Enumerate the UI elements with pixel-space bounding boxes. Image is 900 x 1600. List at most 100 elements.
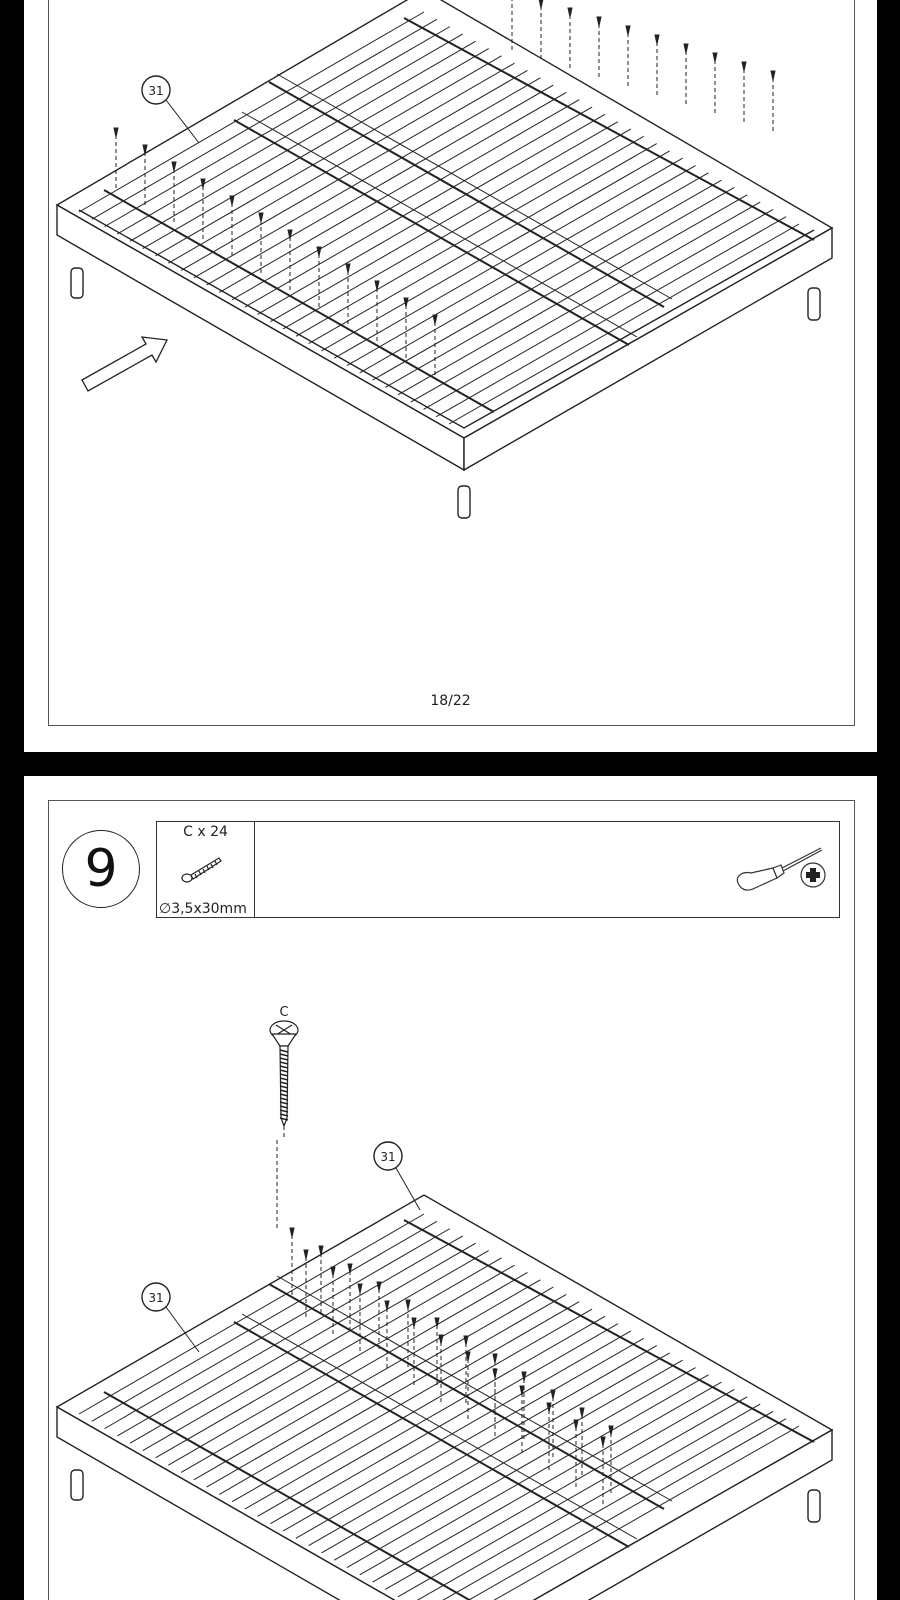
bed-slat	[467, 1418, 787, 1600]
bed-slat	[282, 128, 632, 330]
screw-label: C	[279, 1005, 288, 1020]
bed-slat	[180, 1272, 528, 1473]
screw-icon	[200, 178, 206, 189]
screw-icon	[403, 297, 409, 308]
bed-frame-illustration: 31	[55, 0, 834, 519]
screw-icon	[579, 1407, 585, 1418]
bed-slat	[435, 216, 787, 418]
screw-icon	[376, 1281, 382, 1292]
screw-icon	[258, 212, 264, 223]
bed-slat	[308, 1345, 658, 1547]
page-frame	[48, 0, 855, 726]
bed-slat	[257, 1315, 606, 1517]
bed-slat	[142, 1250, 489, 1451]
screw-thread	[279, 1065, 289, 1069]
screw-thread	[279, 1101, 289, 1105]
bed-slat	[244, 106, 593, 308]
screw-icon	[432, 314, 438, 325]
screw-icon	[683, 43, 689, 54]
bed-slat	[104, 26, 451, 228]
bed-slat	[91, 18, 438, 220]
screw-icon	[519, 1385, 525, 1396]
screw-icon	[465, 1351, 471, 1362]
bed-slat	[416, 1403, 761, 1600]
screw-icon	[600, 1436, 606, 1447]
bed-slat	[359, 172, 709, 374]
screw-icon	[384, 1300, 390, 1311]
screw-icon	[171, 161, 177, 172]
bed-slat	[231, 1301, 580, 1503]
screw-icon	[573, 1419, 579, 1430]
bed-slat	[321, 1352, 670, 1554]
bed-slat	[168, 1264, 515, 1466]
screw-icon	[434, 1317, 440, 1328]
screw-thread	[279, 1117, 289, 1121]
screw-icon	[229, 195, 235, 206]
phillips-screwdriver-icon	[736, 847, 826, 891]
bed-slat	[129, 40, 476, 242]
screw-thread	[279, 1069, 289, 1073]
bed-frame-illustration: 31 31	[55, 1140, 834, 1600]
bed-slat	[346, 1367, 696, 1568]
screw-icon	[438, 1334, 444, 1345]
screw-thread	[279, 1057, 289, 1061]
bed-slat	[295, 135, 645, 337]
part-callout-31-top: 31	[380, 1150, 395, 1164]
screw-thread	[279, 1061, 289, 1065]
bed-slat	[442, 1410, 774, 1600]
screw-thread	[279, 1093, 289, 1097]
bed-slat	[308, 143, 658, 345]
screw-icon	[492, 1353, 498, 1364]
screw-icon	[330, 1266, 336, 1277]
screw-icon	[303, 1249, 309, 1260]
screw-icon	[318, 1245, 324, 1256]
bed-slat	[257, 113, 606, 315]
screw-thread	[279, 1049, 289, 1053]
bed-slat	[193, 77, 541, 279]
screw-icon	[538, 0, 544, 9]
screw-icon	[546, 1402, 552, 1413]
bed-slat	[142, 48, 489, 249]
screw-thread	[279, 1113, 289, 1117]
wood-screw-icon	[181, 857, 222, 883]
part-cell-screw-c: C x 24 ∅3,5x30mm	[157, 822, 255, 917]
parts-box: C x 24 ∅3,5x30mm	[156, 821, 840, 918]
bed-slat	[219, 1293, 567, 1495]
bed-slat	[448, 223, 800, 425]
bed-slat	[78, 11, 425, 213]
screw-thread	[279, 1089, 289, 1093]
screw-icon	[405, 1299, 411, 1310]
screw-icon	[567, 7, 573, 18]
screw-icon	[712, 52, 718, 63]
bed-slat	[397, 1396, 748, 1598]
part-callout-31-left: 31	[148, 1291, 163, 1305]
screw-icon	[357, 1283, 363, 1294]
bed-slat	[397, 194, 748, 396]
screw-thread	[279, 1053, 289, 1057]
screw-thread	[279, 1081, 289, 1085]
bed-slat	[333, 1359, 683, 1561]
manual-page-19: 9 C x 24 ∅3,5x30mm	[24, 776, 877, 1600]
bed-slat	[244, 1308, 593, 1510]
bed-slat	[410, 201, 761, 403]
bed-slat	[321, 150, 670, 352]
screw-icon	[550, 1389, 556, 1400]
part-dimension: ∅3,5x30mm	[159, 901, 247, 917]
bed-slat	[155, 55, 502, 257]
manual-page-18: 31 18/22	[24, 0, 877, 752]
screw-icon	[411, 1317, 417, 1328]
screw-c-detail: C	[269, 1005, 299, 1140]
bed-slat	[493, 1425, 800, 1600]
bed-slat	[180, 70, 528, 271]
screw-thread	[279, 1085, 289, 1089]
step-number: 9	[62, 830, 140, 908]
bed-slat	[282, 1330, 632, 1532]
bed-slat	[372, 1381, 722, 1583]
bed-slat	[91, 1220, 438, 1422]
screw-icon	[596, 16, 602, 27]
bed-slat	[168, 62, 515, 264]
screw-icon	[345, 263, 351, 274]
bed-slat	[346, 165, 696, 366]
bed-slat	[333, 157, 683, 359]
screw-thread	[279, 1077, 289, 1081]
